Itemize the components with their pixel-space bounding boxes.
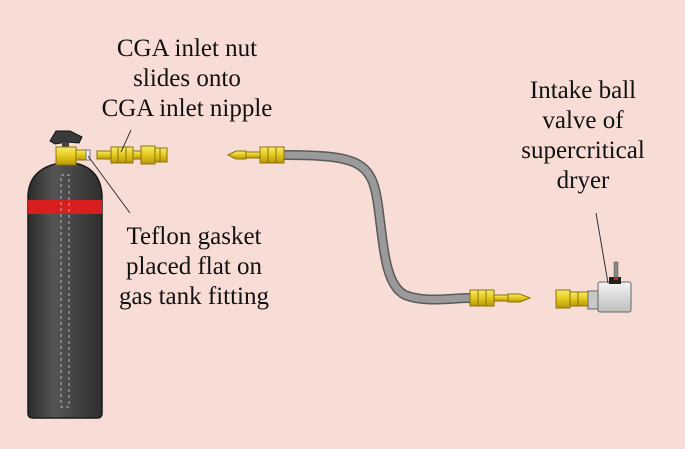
gas-tank bbox=[27, 150, 103, 419]
valve-stem bbox=[62, 142, 69, 148]
cga-inlet-nut-label: CGA inlet nut slides onto CGA inlet nipp… bbox=[78, 34, 296, 124]
tank-valve bbox=[49, 130, 91, 166]
tank-body bbox=[27, 161, 103, 419]
hose-right-hex-nut bbox=[469, 289, 495, 307]
valve-handle-base bbox=[609, 277, 621, 284]
hose-left-fitting bbox=[226, 146, 285, 164]
cga-fitting-assembly bbox=[96, 145, 168, 165]
intake-label-line-4: dryer bbox=[556, 167, 610, 194]
valve-handwheel bbox=[49, 130, 83, 145]
teflon-label-line-3: gas tank fitting bbox=[119, 283, 269, 310]
intake-ball-valve bbox=[555, 261, 632, 313]
intake-ball-valve-label: Intake ball valve of supercritical dryer bbox=[502, 76, 664, 196]
teflon-label-line-2: placed flat on bbox=[125, 253, 263, 280]
leader-line-cga bbox=[120, 129, 132, 153]
valve-brass-body bbox=[55, 146, 77, 166]
valve-handle-stem bbox=[613, 261, 619, 279]
tank-red-band bbox=[28, 200, 102, 214]
valve-body bbox=[597, 281, 632, 313]
intake-label-line-3: supercritical bbox=[521, 137, 645, 164]
cga-nipple-tip bbox=[96, 150, 112, 160]
cga-quick-connect-sleeve bbox=[154, 147, 168, 163]
hose-right-fitting bbox=[469, 289, 532, 307]
teflon-label-line-1: Teflon gasket bbox=[126, 223, 262, 250]
teflon-gasket bbox=[85, 149, 91, 161]
hose-right-plug-tip bbox=[507, 293, 532, 303]
cga-label-line-3: CGA inlet nipple bbox=[101, 95, 273, 122]
intake-label-line-2: valve of bbox=[542, 107, 624, 134]
leader-line-teflon bbox=[87, 155, 131, 214]
hose-left-hex-nut bbox=[259, 146, 285, 164]
teflon-gasket-label: Teflon gasket placed flat on gas tank fi… bbox=[96, 222, 292, 312]
intake-label-line-1: Intake ball bbox=[529, 77, 637, 104]
valve-outlet bbox=[75, 149, 87, 161]
leader-line-intake bbox=[595, 212, 609, 284]
valve-quick-connect bbox=[555, 289, 571, 309]
gas-hose bbox=[226, 146, 532, 307]
hose-left-plug-tip bbox=[226, 150, 247, 160]
cga-connector-stem bbox=[132, 150, 142, 160]
valve-quick-connect-sleeve bbox=[569, 291, 589, 307]
valve-handle-red-dot bbox=[614, 277, 618, 280]
cga-quick-connect bbox=[140, 145, 156, 165]
cga-label-line-1: CGA inlet nut bbox=[116, 35, 258, 62]
cga-label-line-2: slides onto bbox=[133, 65, 241, 92]
hose-line bbox=[279, 150, 475, 305]
